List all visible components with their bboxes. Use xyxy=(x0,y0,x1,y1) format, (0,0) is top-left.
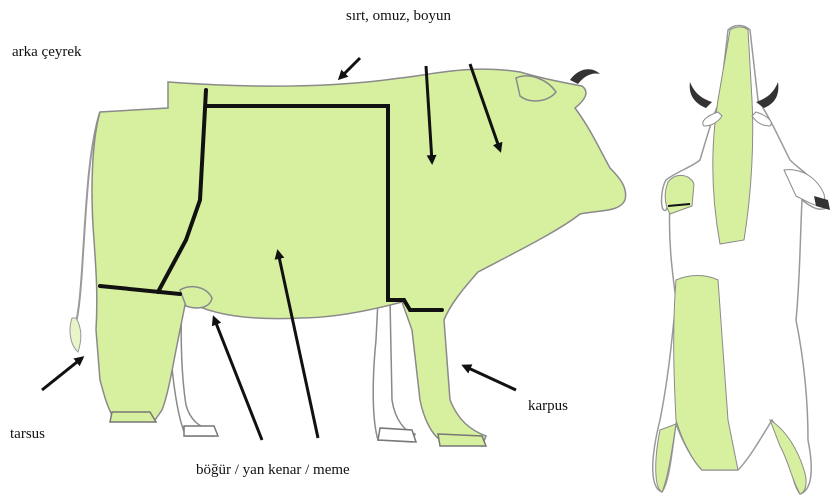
cow-top-horn-left xyxy=(690,82,712,108)
cow-hoof-fore xyxy=(438,434,486,446)
cow-horn xyxy=(570,69,600,84)
label-carpus: karpus xyxy=(528,398,568,415)
cow-hoof-hind-white xyxy=(184,426,218,436)
cow-tail-tip xyxy=(70,318,81,352)
arrow-carpus xyxy=(464,366,516,390)
label-tarsus: tarsus xyxy=(10,426,45,443)
cow-hoof-fore-white xyxy=(378,428,416,442)
cow-top-view xyxy=(653,26,830,495)
label-hind-quarter: arka çeyrek xyxy=(12,44,82,61)
cow-top-back-region xyxy=(713,27,753,244)
cow-body xyxy=(92,69,626,446)
cow-hoof-hind xyxy=(110,412,156,422)
arrow-udder xyxy=(214,318,262,440)
label-back-shoulder-neck: sırt, omuz, boyun xyxy=(346,8,451,25)
cow-top-horn-right xyxy=(756,82,778,108)
arrow-hind-quarter xyxy=(340,58,360,78)
label-flank-side-udder: böğür / yan kenar / meme xyxy=(196,462,350,479)
cow-side-view xyxy=(70,69,626,446)
arrow-tarsus xyxy=(42,358,82,390)
